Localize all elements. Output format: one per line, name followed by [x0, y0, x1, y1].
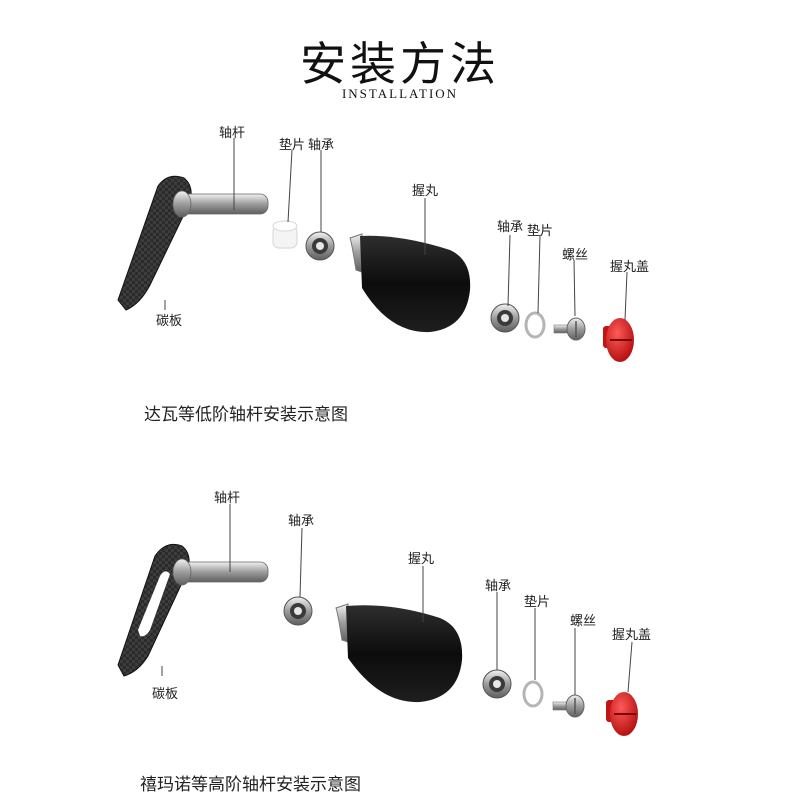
leader-lines: [164, 138, 628, 321]
bearing-1: [283, 596, 313, 626]
label-bearing-2-2: 轴承: [485, 579, 512, 594]
diagram-low-end: [117, 138, 634, 362]
shaft: [177, 561, 269, 583]
label-bearing-1-2: 轴承: [288, 514, 315, 529]
label-washer-2-2: 垫片: [524, 595, 551, 610]
leader-lines: [161, 504, 633, 695]
carbon-plate: [117, 175, 192, 311]
label-shaft-1: 轴杆: [219, 126, 246, 141]
label-shaft-2: 轴杆: [214, 491, 241, 506]
page-title: 安装方法: [300, 37, 500, 91]
label-knob-2: 握丸: [408, 552, 435, 567]
knob: [349, 233, 471, 333]
caption-diagram-2: 禧玛诺等高阶轴杆安装示意图: [140, 775, 361, 795]
label-bearing-1: 轴承: [308, 138, 335, 153]
label-carbon-plate-1: 碳板: [156, 314, 183, 329]
bearing-2: [490, 303, 520, 333]
knob-cap: [603, 318, 634, 362]
knob: [335, 603, 463, 703]
page-subtitle: INSTALLATION: [341, 86, 459, 101]
label-bearing-2-1: 轴承: [497, 220, 524, 235]
screw: [553, 317, 586, 341]
caption-diagram-1: 达瓦等低阶轴杆安装示意图: [144, 405, 348, 425]
label-knob-cap-1: 握丸盖: [610, 260, 650, 275]
label-knob-1: 握丸: [412, 184, 439, 199]
diagram-high-end: [117, 504, 638, 736]
label-washer-2-1: 垫片: [527, 224, 554, 239]
knob-cap: [606, 692, 638, 736]
washer-white: [272, 220, 298, 249]
washer-ring: [522, 680, 544, 708]
label-screw-1: 螺丝: [562, 248, 589, 263]
label-carbon-plate-2: 碳板: [152, 687, 179, 702]
label-knob-cap-2: 握丸盖: [612, 628, 652, 643]
screw: [552, 694, 585, 718]
bearing-1: [305, 231, 335, 261]
shaft: [177, 193, 269, 215]
label-screw-2: 螺丝: [570, 614, 597, 629]
washer-ring: [524, 311, 546, 339]
label-washer-1: 垫片: [279, 138, 306, 153]
bearing-2: [482, 669, 512, 699]
